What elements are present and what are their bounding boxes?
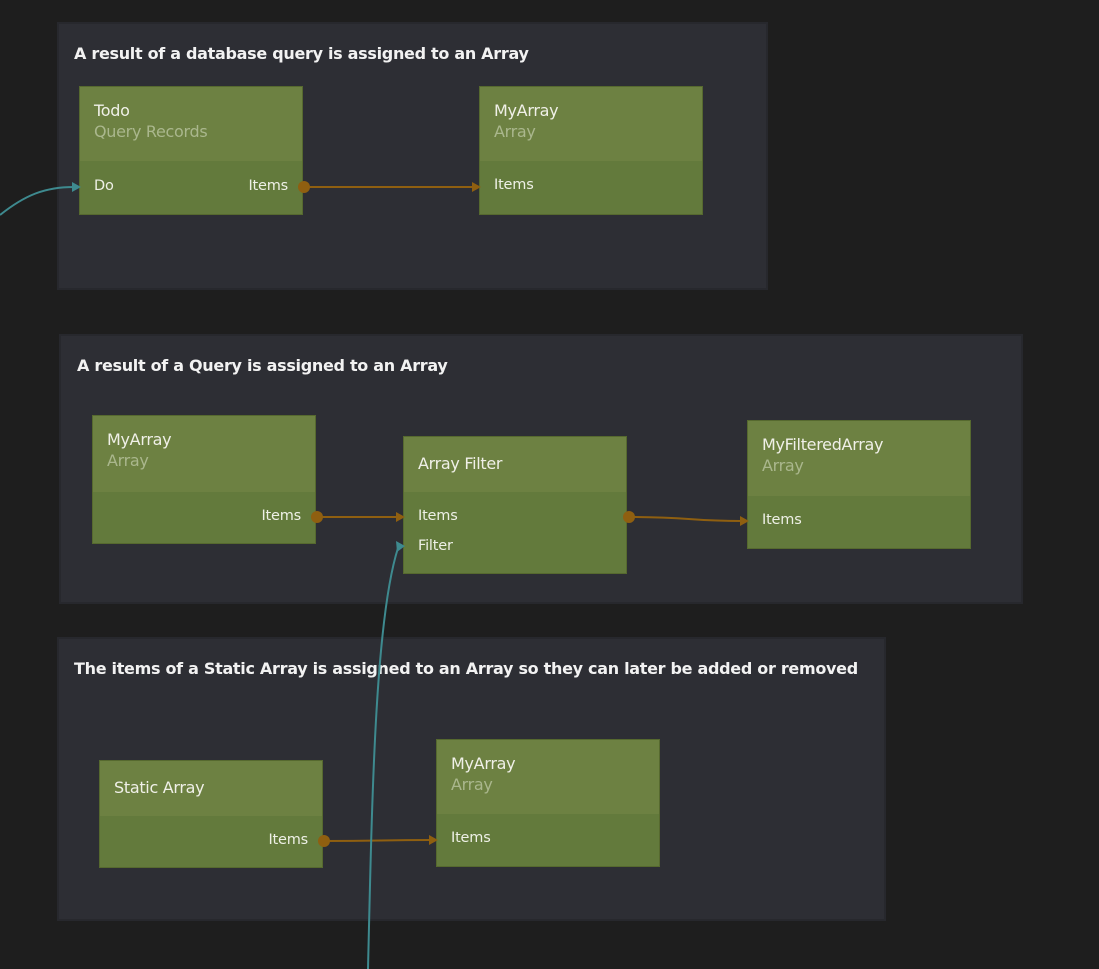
node-myarray[interactable]: MyArray Array Items — [479, 86, 703, 215]
node-type: Array — [451, 775, 493, 794]
node-myarray[interactable]: MyArray Array Items — [92, 415, 316, 544]
port-items[interactable]: Items — [261, 508, 301, 524]
node-type: Array — [107, 451, 149, 470]
port-do[interactable]: Do — [94, 178, 114, 194]
port-filter[interactable]: Filter — [418, 538, 453, 554]
node-name: Array Filter — [418, 454, 503, 473]
node-static-array[interactable]: Static Array Items — [99, 760, 323, 868]
node-name: MyArray — [494, 101, 559, 120]
node-type: Array — [494, 122, 536, 141]
port-items[interactable]: Items — [418, 508, 458, 524]
node-name: MyArray — [451, 754, 516, 773]
port-items[interactable]: Items — [762, 512, 802, 528]
port-items[interactable]: Items — [494, 177, 534, 193]
node-name: MyArray — [107, 430, 172, 449]
group-title: The items of a Static Array is assigned … — [74, 659, 858, 678]
port-items[interactable]: Items — [451, 830, 491, 846]
node-myfilteredarray[interactable]: MyFilteredArray Array Items — [747, 420, 971, 549]
node-name: Static Array — [114, 778, 205, 797]
node-type: Array — [762, 456, 804, 475]
node-array-filter[interactable]: Array Filter Items Filter — [403, 436, 627, 574]
node-name: MyFilteredArray — [762, 435, 884, 454]
group-title: A result of a Query is assigned to an Ar… — [77, 356, 448, 375]
node-myarray[interactable]: MyArray Array Items — [436, 739, 660, 867]
port-items[interactable]: Items — [268, 832, 308, 848]
node-todo-query-records[interactable]: Todo Query Records Do Items — [79, 86, 303, 215]
node-name: Todo — [94, 101, 130, 120]
group-title: A result of a database query is assigned… — [74, 44, 529, 63]
port-items[interactable]: Items — [248, 178, 288, 194]
node-type: Query Records — [94, 122, 208, 141]
